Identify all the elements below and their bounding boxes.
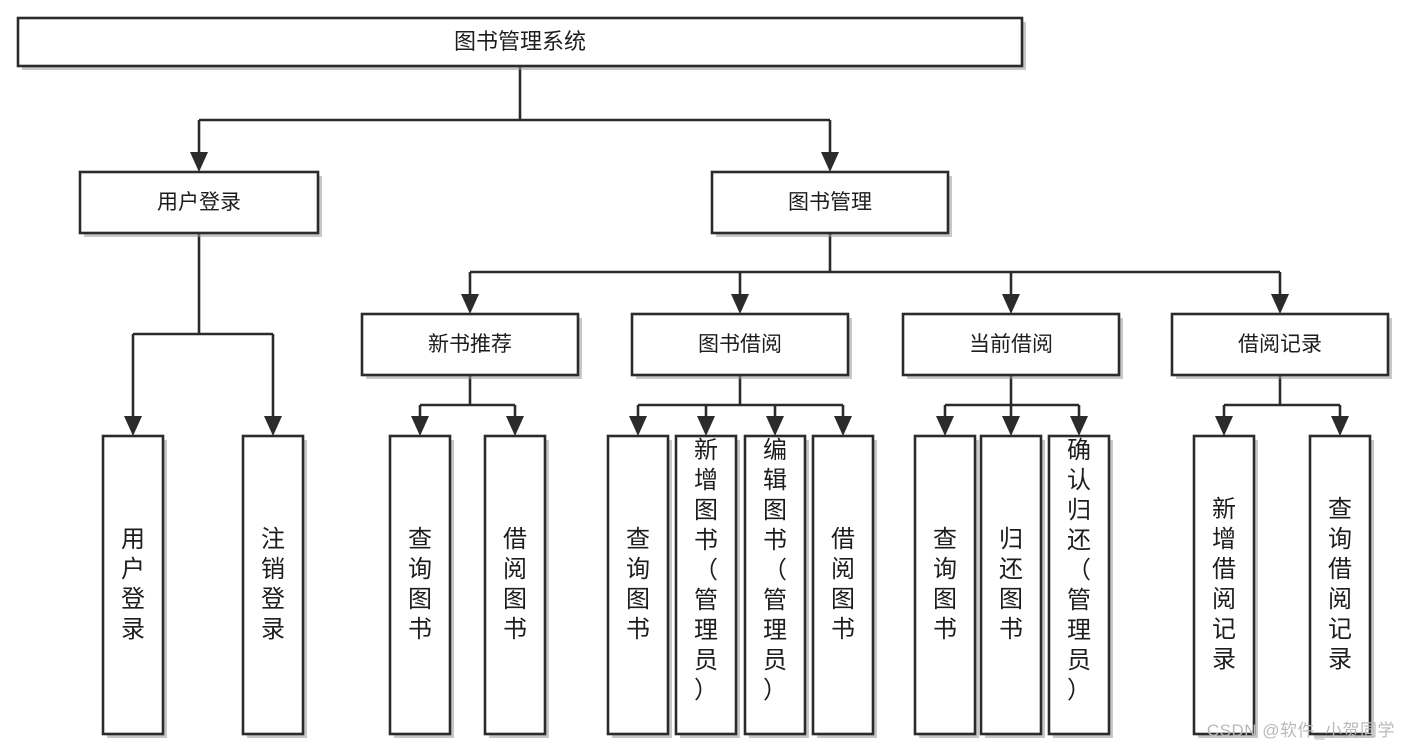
node-leaf-2-2[interactable]: 编辑图书（管理员） — [743, 434, 809, 738]
node-level2-2[interactable]: 当前借阅 — [901, 312, 1123, 379]
leaf-label: 查询图书 — [626, 526, 650, 643]
node-label: 用户登录 — [157, 191, 241, 214]
connector-layer — [124, 66, 1349, 436]
node-leaf-1-0[interactable]: 查询图书 — [388, 434, 454, 738]
node-label: 图书管理系统 — [454, 29, 586, 54]
node-leaf-2-3[interactable]: 借阅图书 — [811, 434, 877, 738]
node-leaf-4-0[interactable]: 新增借阅记录 — [1192, 434, 1258, 738]
csdn-watermark: CSDN @软件_小贺同学 — [1206, 721, 1395, 740]
node-level2-3[interactable]: 借阅记录 — [1170, 312, 1392, 379]
leaf-label: 新增图书（管理员） — [694, 437, 718, 704]
node-root[interactable]: 图书管理系统 — [16, 16, 1026, 70]
node-label: 新书推荐 — [428, 333, 512, 356]
node-label: 图书借阅 — [698, 333, 782, 356]
leaf-label: 查询图书 — [408, 526, 432, 643]
node-leaf-1-1[interactable]: 借阅图书 — [483, 434, 549, 738]
leaf-label: 注销登录 — [261, 526, 285, 643]
node-level1-1[interactable]: 图书管理 — [710, 170, 952, 237]
node-leaf-4-1[interactable]: 查询借阅记录 — [1308, 434, 1374, 738]
leaf-label: 确认归还（管理员） — [1067, 437, 1091, 704]
node-leaf-2-0[interactable]: 查询图书 — [606, 434, 672, 738]
leaf-label: 用户登录 — [121, 526, 145, 643]
leaf-label: 归还图书 — [999, 526, 1023, 643]
node-leaf-3-0[interactable]: 查询图书 — [913, 434, 979, 738]
node-leaf-0-1[interactable]: 注销登录 — [241, 434, 307, 738]
node-level2-0[interactable]: 新书推荐 — [360, 312, 582, 379]
leaf-label: 新增借阅记录 — [1212, 496, 1236, 673]
node-leaf-3-2[interactable]: 确认归还（管理员） — [1047, 434, 1113, 738]
leaf-label: 查询借阅记录 — [1328, 496, 1352, 673]
node-leaf-3-1[interactable]: 归还图书 — [979, 434, 1045, 738]
leaf-label: 借阅图书 — [503, 526, 527, 643]
node-level1-0[interactable]: 用户登录 — [78, 170, 322, 237]
node-label: 图书管理 — [788, 191, 872, 214]
node-layer: 图书管理系统用户登录图书管理新书推荐图书借阅当前借阅借阅记录用户登录注销登录查询… — [16, 16, 1392, 738]
leaf-label: 借阅图书 — [831, 526, 855, 643]
node-label: 当前借阅 — [969, 333, 1053, 356]
node-leaf-2-1[interactable]: 新增图书（管理员） — [674, 434, 740, 738]
leaf-label: 编辑图书（管理员） — [763, 437, 787, 704]
node-leaf-0-0[interactable]: 用户登录 — [101, 434, 167, 738]
leaf-label: 查询图书 — [933, 526, 957, 643]
node-label: 借阅记录 — [1238, 333, 1322, 356]
node-level2-1[interactable]: 图书借阅 — [630, 312, 852, 379]
